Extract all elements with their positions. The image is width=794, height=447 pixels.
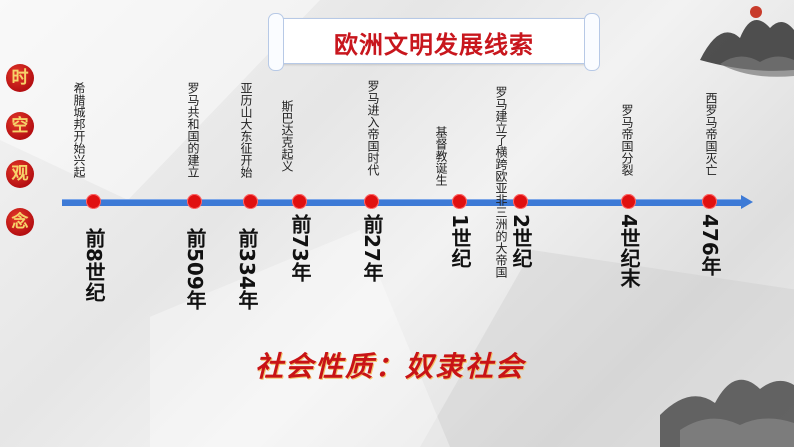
event-date: 4世纪末: [617, 214, 641, 288]
title-scroll: 欧洲文明发展线索: [268, 13, 600, 71]
event-description: 亚历山大东征开始: [239, 82, 253, 178]
page-title: 欧洲文明发展线索: [334, 31, 534, 59]
side-label-char: 念: [6, 208, 34, 236]
timeline-dot: [513, 194, 528, 209]
event-date: 前27年: [360, 214, 384, 282]
event-description: 罗马帝国分裂: [620, 104, 634, 176]
event-description: 基督教诞生: [434, 126, 448, 186]
event-description: 希腊城邦开始兴起: [72, 82, 86, 178]
timeline-dot: [292, 194, 307, 209]
timeline-dot: [621, 194, 636, 209]
side-label-char: 时: [6, 64, 34, 92]
side-label-char: 空: [6, 112, 34, 140]
ink-mountain-bottom-right: [660, 379, 794, 447]
event-date: 1世纪: [448, 214, 472, 268]
event-description: 罗马共和国的建立: [186, 82, 200, 178]
timeline-dot: [364, 194, 379, 209]
event-date: 476年: [698, 214, 722, 276]
event-date: 2世纪: [509, 214, 533, 268]
social-nature-caption: 社会性质：奴隶社会: [255, 350, 526, 383]
event-date: 前73年: [288, 214, 312, 282]
timeline-dot: [187, 194, 202, 209]
event-description: 斯巴达克起义: [280, 100, 294, 172]
event-description: 西罗马帝国灭亡: [704, 92, 718, 176]
timeline-dot: [86, 194, 101, 209]
event-date: 前8世纪: [82, 228, 106, 302]
timeline-dot: [452, 194, 467, 209]
event-date: 前509年: [183, 228, 207, 310]
timeline-axis: [62, 199, 742, 206]
event-date: 前334年: [235, 228, 259, 310]
event-description: 罗马建立了横跨欧亚非三洲的大帝国: [494, 86, 508, 278]
side-label-column: 时 空 观 念: [6, 64, 36, 256]
timeline-dot: [702, 194, 717, 209]
ink-mountain-top-right: [700, 6, 794, 77]
timeline-dot: [243, 194, 258, 209]
side-label-char: 观: [6, 160, 34, 188]
timeline-arrow-icon: [741, 195, 753, 209]
event-description: 罗马进入帝国时代: [366, 80, 380, 176]
